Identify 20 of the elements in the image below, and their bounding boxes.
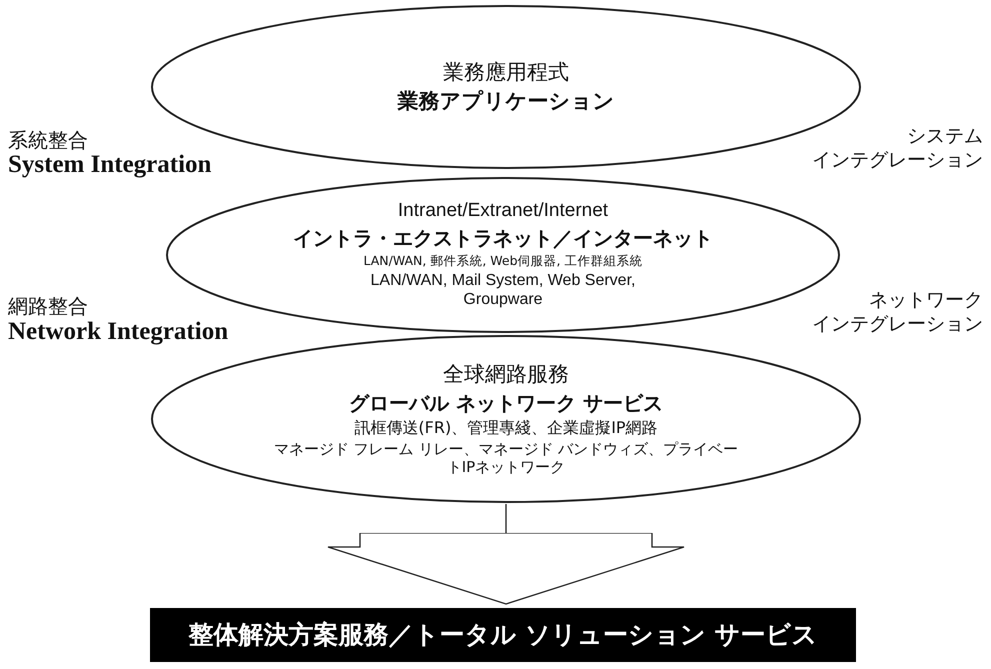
subheading: イントラ・エクストラネット／インターネット [293, 226, 713, 250]
heading: Intranet/Extranet/Internet [398, 200, 608, 224]
side-label: システム [907, 125, 983, 148]
body-text: LAN/WAN, 郵件系統, Web伺服器, 工作群組系統 [363, 253, 643, 268]
body-text: LAN/WAN, Mail System, Web Server, Groupware [370, 271, 636, 310]
side-label: Network Integration [8, 317, 228, 347]
subheading: グローバル ネットワーク サービス [349, 390, 663, 414]
heading: 業務應用程式 [443, 60, 569, 86]
side-label: インテグレーション [812, 313, 983, 336]
side-label: ネットワーク [869, 289, 983, 312]
side-label: 系統整合 [8, 128, 88, 152]
side-label: System Integration [8, 150, 212, 180]
result-bar [150, 608, 856, 662]
heading: 全球網路服務 [443, 362, 569, 388]
banner-text: 整体解決方案服務／トータル ソリューション サービス [188, 620, 818, 650]
subheading: 業務アプリケーション [398, 88, 614, 114]
side-label: インテグレーション [812, 149, 983, 172]
side-label: 網路整合 [8, 294, 88, 318]
body-text: 訊框傳送(FR)、管理專綫、企業虛擬IP網路 [354, 418, 658, 437]
body-text: マネージド フレーム リレー、マネージド バンドウィズ、プライベートIPネットワーク [272, 440, 740, 476]
